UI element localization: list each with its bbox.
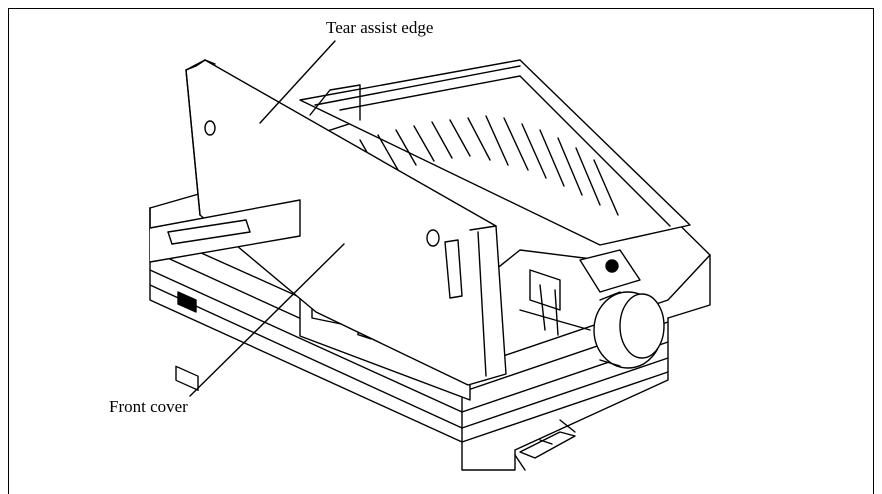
front-cover-label: Front cover xyxy=(109,397,188,416)
tear-assist-edge-label: Tear assist edge xyxy=(326,18,434,37)
platen-knob xyxy=(593,291,665,369)
carriage-mechanism xyxy=(519,249,641,336)
front-cover-leader-line xyxy=(189,243,345,397)
figure-frame xyxy=(8,8,874,494)
front-cover xyxy=(149,59,507,386)
tear-assist-leader-line xyxy=(259,40,336,124)
rear-tractor xyxy=(514,419,576,471)
